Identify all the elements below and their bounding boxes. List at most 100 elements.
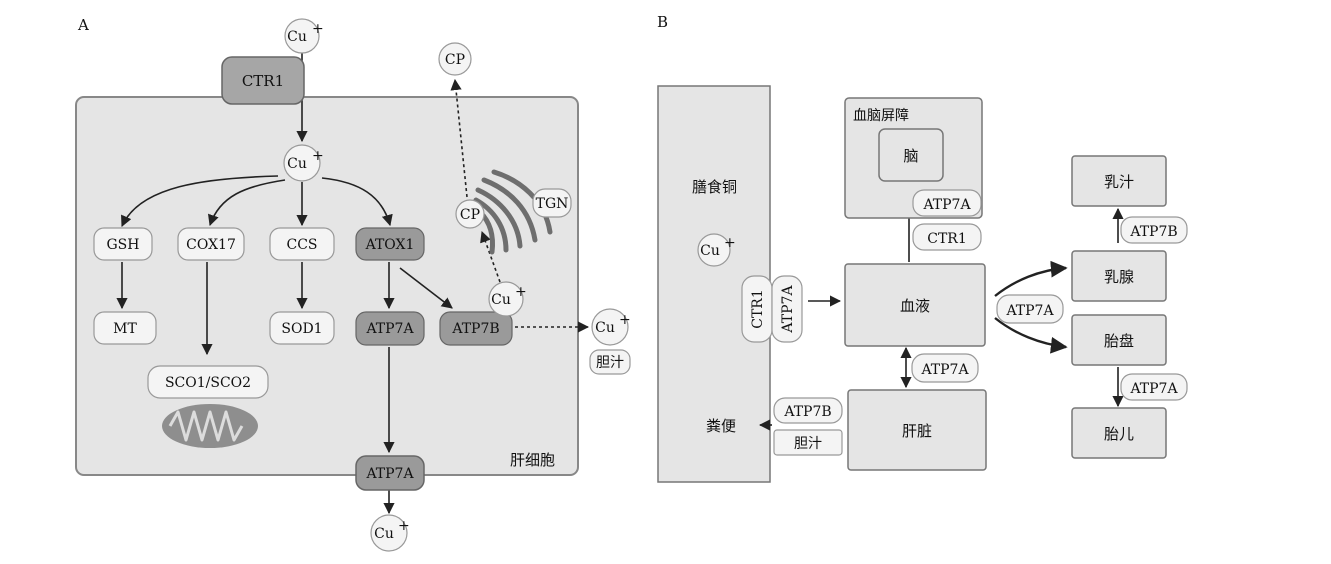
cu-gut-node: [697, 233, 731, 267]
liver-box: [847, 389, 987, 471]
panel-a-label: A: [77, 16, 89, 34]
gsh-node: [93, 227, 153, 261]
hepatocyte-label: 肝细胞: [510, 451, 555, 469]
ccs-node: [269, 227, 335, 261]
blood-label: 血液: [900, 297, 930, 315]
atp7b-node: [439, 311, 513, 346]
cu-bile-node: [591, 308, 629, 346]
cu-gut-charge: +: [724, 235, 736, 251]
atp7a-gut-label: ATP7A: [780, 285, 796, 334]
ctr1-label: CTR1: [242, 72, 284, 90]
atp7a-membrane-label: ATP7A: [365, 466, 414, 482]
atp7b-milk-node: [1120, 216, 1188, 244]
feces-label: 粪便: [706, 417, 736, 435]
mt-label: MT: [113, 321, 137, 337]
atp7b-liver-label: ATP7B: [783, 404, 831, 420]
sco-label: SCO1/SCO2: [165, 375, 251, 391]
cp-top-label: CP: [445, 52, 465, 68]
atp7a-liver-node: [911, 353, 979, 383]
mt-node: [93, 311, 157, 345]
arrow-to-atox1: [321, 177, 393, 227]
ctr1-brain-node: [912, 223, 982, 251]
arrow-to-mammary: [994, 260, 1068, 297]
brain-label: 脑: [903, 147, 918, 165]
cp-top-node: [438, 42, 472, 76]
cu-atp7b-charge: +: [515, 284, 527, 300]
atp7a-inner-label: ATP7A: [365, 321, 414, 337]
cu-bottom-node: [370, 514, 408, 552]
atp7b-liver-node: [773, 397, 843, 424]
ctr1-transporter: [221, 56, 305, 105]
dietary-copper-label: 膳食铜: [692, 178, 737, 196]
atp7b-label: ATP7B: [451, 321, 499, 337]
arrow-to-placenta: [994, 317, 1068, 354]
cu-atp7b-label: Cu: [491, 292, 511, 308]
arrow-atox1-atp7b: [399, 267, 453, 309]
cu-bottom-charge: +: [398, 518, 410, 534]
ctr1-brain-label: CTR1: [927, 231, 967, 247]
cox17-node: [177, 227, 245, 261]
atp7a-fetus-node: [1120, 373, 1188, 401]
atp7a-brain-label: ATP7A: [922, 197, 971, 213]
atp7a-fetus-label: ATP7A: [1129, 381, 1178, 397]
panel-b-arrows: [758, 184, 1124, 431]
sod1-label: SOD1: [281, 321, 322, 337]
cu-top-charge: +: [312, 21, 324, 37]
arrow-cp-secretion: [450, 78, 468, 198]
placenta-label: 胎盘: [1104, 332, 1134, 350]
ccs-label: CCS: [286, 237, 317, 253]
bbb-label: 血脑屏障: [853, 108, 909, 124]
arrow-cu-to-cp: [480, 230, 501, 283]
fetus-label: 胎儿: [1104, 425, 1134, 443]
placenta-box: [1071, 314, 1167, 366]
cox17-label: COX17: [186, 237, 236, 253]
atp7a-liver-label: ATP7A: [920, 362, 969, 378]
atp7a-split-node: [996, 294, 1064, 324]
panel-a: A 肝细胞: [75, 16, 631, 552]
mammary-label: 乳腺: [1104, 268, 1134, 286]
cp-golgi-label: CP: [460, 207, 480, 223]
cu-mid-label: Cu: [287, 156, 307, 172]
bile-b-node: [773, 429, 843, 456]
bile-a-node: [589, 349, 631, 375]
atp7a-inner-node: [355, 311, 425, 346]
milk-label: 乳汁: [1104, 173, 1134, 191]
panel-b-label: B: [657, 13, 668, 31]
panel-b: B 膳食铜 Cu + CTR1 ATP7A 血脑屏障 脑 ATP7A: [657, 13, 1188, 483]
arrow-to-gsh: [121, 175, 279, 228]
atp7b-milk-label: ATP7B: [1129, 224, 1177, 240]
cu-gut-label: Cu: [700, 243, 720, 259]
atp7a-brain-node: [912, 189, 982, 217]
sco-node: [147, 365, 269, 399]
milk-box: [1071, 155, 1167, 207]
atox1-node: [355, 227, 425, 261]
bile-a-label: 胆汁: [596, 355, 624, 371]
cu-top-node: [284, 18, 320, 54]
gsh-label: GSH: [107, 237, 140, 253]
atp7a-gut-node: [771, 275, 803, 343]
liver-label: 肝脏: [902, 422, 932, 440]
mammary-box: [1071, 250, 1167, 302]
cp-golgi-node: [455, 199, 485, 229]
cu-bile-charge: +: [619, 312, 631, 328]
tgn-node: [532, 188, 572, 218]
tgn-label: TGN: [536, 196, 569, 212]
cu-bile-label: Cu: [595, 320, 615, 336]
sod1-node: [269, 311, 335, 345]
cu-top-label: Cu: [287, 29, 307, 45]
cu-mid-charge: +: [312, 148, 324, 164]
panel-a-arrows: [116, 52, 590, 515]
ctr1-gut-label: CTR1: [750, 289, 766, 329]
blood-box: [844, 263, 986, 347]
arrow-to-cox17: [207, 179, 286, 227]
fetus-box: [1071, 407, 1167, 459]
atp7a-split-label: ATP7A: [1005, 303, 1054, 319]
atox1-label: ATOX1: [365, 237, 415, 253]
bile-b-label: 胆汁: [794, 436, 822, 452]
cu-mid-node: [283, 144, 321, 182]
mitochondrion-icon: [162, 404, 258, 448]
brain-box: [878, 128, 944, 182]
atp7a-membrane-node: [355, 455, 425, 491]
cu-atp7b-node: [488, 281, 524, 317]
